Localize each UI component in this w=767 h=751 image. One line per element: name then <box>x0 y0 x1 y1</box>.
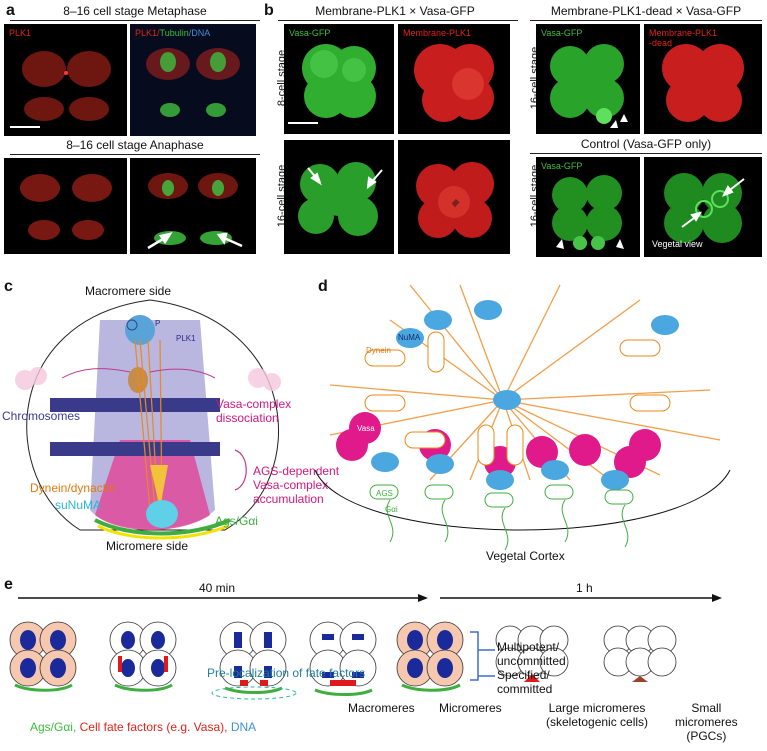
label-1h: 1 h <box>576 581 593 595</box>
label-merge: PLK1/Tubulin/DNA <box>135 28 210 38</box>
panel-b-header-right: Membrane-PLK1-dead × Vasa-GFP <box>550 4 742 18</box>
label-prelocalization: Pre-localization of fate factors <box>207 666 366 680</box>
label-plk1: PLK1 <box>176 334 196 343</box>
panel-b-header-control: Control (Vasa-GFP only) <box>580 137 712 151</box>
label-plk1: PLK1 <box>9 28 32 38</box>
label-vasa-gfp: Vasa-GFP <box>541 161 583 171</box>
specified-line1: Specified/ <box>497 668 550 682</box>
label-small-micromeres: Small micromeres (PGCs) <box>675 701 738 743</box>
panel-d-label: d <box>318 278 328 295</box>
label-gai-d: Gαi <box>385 505 398 514</box>
label-vegetal-view: Vegetal view <box>652 239 703 249</box>
scale-bar <box>288 122 318 124</box>
panel-b-rule-right <box>530 20 762 21</box>
diagram-e-embryos <box>9 621 677 700</box>
label-membrane-plk1-dead: Membrane-PLK1 -dead <box>649 28 717 48</box>
label-vasa-d: Vasa <box>357 424 375 433</box>
panel-a-label: a <box>6 2 15 19</box>
label-merge-tubulin: Tubulin <box>159 28 189 38</box>
panel-e-label: e <box>4 576 13 593</box>
label-large-micromeres: Large micromeres (skeletogenic cells) <box>546 701 648 729</box>
ags-accum-line3: accumulation <box>253 492 324 506</box>
ags-accum-line2: Vasa-complex <box>253 478 329 492</box>
panel-b-header-left: Membrane-PLK1 × Vasa-GFP <box>315 4 475 18</box>
slash: / <box>157 28 160 38</box>
label-sunuma: suNuMA <box>55 498 102 512</box>
label-ags-d: AGS <box>376 489 393 498</box>
legend-cell-fate-factors: Cell fate factors (e.g. Vasa) <box>79 720 225 734</box>
diagram-d-spindle <box>314 284 731 551</box>
label-macromeres: Macromeres <box>348 701 415 715</box>
large-micromeres-line1: Large micromeres <box>548 701 646 715</box>
large-micromeres-line2: (skeletogenic cells) <box>546 715 649 729</box>
small-micromeres-line3: (PGCs) <box>686 729 727 743</box>
panel-a-rule-bottom <box>10 154 260 155</box>
label-specified: Specified/ committed <box>497 668 552 696</box>
label-dynein-dynactin: Dynein/dynactin <box>30 481 116 495</box>
panel-a-header-anaphase: 8–16 cell stage Anaphase <box>66 138 204 152</box>
micrograph-a-metaphase-merge: PLK1/Tubulin/DNA <box>130 24 256 136</box>
multipotent-line1: Multipotent/ <box>497 640 560 654</box>
micrograph-a-metaphase-plk1: PLK1 <box>4 24 127 136</box>
micrograph-b-8cell-vasa: Vasa-GFP <box>284 24 394 134</box>
micrograph-b-control-vasa: Vasa-GFP <box>536 157 640 257</box>
micrograph-b-8cell-membrane: Membrane-PLK1 <box>398 24 510 134</box>
label-merge-dna: DNA <box>191 28 211 38</box>
label-vegetal-cortex: Vegetal Cortex <box>486 549 565 563</box>
label-dynein-d: Dynein <box>366 346 391 355</box>
legend-ags-gai: Ags/Gαi <box>30 720 73 734</box>
panel-b-rule-control <box>530 153 762 154</box>
label-membrane-plk1-dead-line2: -dead <box>649 38 673 48</box>
legend-separator: , <box>72 720 80 734</box>
label-multipotent: Multipotent/ uncommitted <box>497 640 566 668</box>
micrograph-b-16cell-membrane <box>398 140 510 254</box>
panel-c-label: c <box>4 278 13 295</box>
diagram-e-arrows <box>18 594 722 602</box>
small-micromeres-line2: micromeres <box>675 715 738 729</box>
label-numa: NuMA <box>398 333 421 342</box>
legend-separator: , <box>224 720 231 734</box>
scale-bar <box>10 126 40 128</box>
panel-b-rule-left <box>278 20 518 21</box>
legend-e: Ags/Gαi, Cell fate factors (e.g. Vasa), … <box>30 720 256 734</box>
micrograph-b-dead-vasa: Vasa-GFP <box>536 24 640 134</box>
label-membrane-plk1-dead-line1: Membrane-PLK1 <box>649 28 718 38</box>
label-chromosomes: Chromosomes <box>2 409 81 423</box>
label-vasa-dissociation: Vasa-complex dissociation <box>216 397 291 425</box>
small-micromeres-line1: Small <box>691 701 722 715</box>
vasa-dissociation-line1: Vasa-complex <box>216 397 292 411</box>
label-micromeres: Micromeres <box>439 701 502 715</box>
micrograph-b-dead-membrane: Membrane-PLK1 -dead <box>644 24 762 134</box>
label-macromere-side: Macromere side <box>85 284 172 298</box>
diagram-c-cell <box>15 299 281 540</box>
panel-b-label: b <box>264 2 274 19</box>
label-40min: 40 min <box>199 581 236 595</box>
micrograph-b-control-vegetal: Vegetal view <box>644 157 762 257</box>
label-merge-plk1: PLK1 <box>135 28 158 38</box>
micrograph-a-anaphase-merge <box>130 158 256 254</box>
micrograph-a-anaphase-plk1 <box>4 158 127 254</box>
slash: / <box>188 28 192 38</box>
label-micromere-side: Micromere side <box>106 539 189 553</box>
label-ags-gai-c: Ags/Gαi <box>215 514 258 528</box>
label-p: P <box>155 319 161 328</box>
label-vasa-gfp: Vasa-GFP <box>541 28 583 38</box>
vasa-dissociation-line2: dissociation <box>216 411 279 425</box>
label-membrane-plk1: Membrane-PLK1 <box>403 28 472 38</box>
specified-line2: committed <box>497 682 553 696</box>
multipotent-line2: uncommitted <box>497 654 566 668</box>
panel-a-rule-top <box>10 20 260 21</box>
label-vasa-gfp: Vasa-GFP <box>289 28 331 38</box>
micrograph-b-16cell-vasa <box>284 140 394 254</box>
legend-dna: DNA <box>230 720 257 734</box>
panel-a-header-metaphase: 8–16 cell stage Metaphase <box>63 4 207 18</box>
